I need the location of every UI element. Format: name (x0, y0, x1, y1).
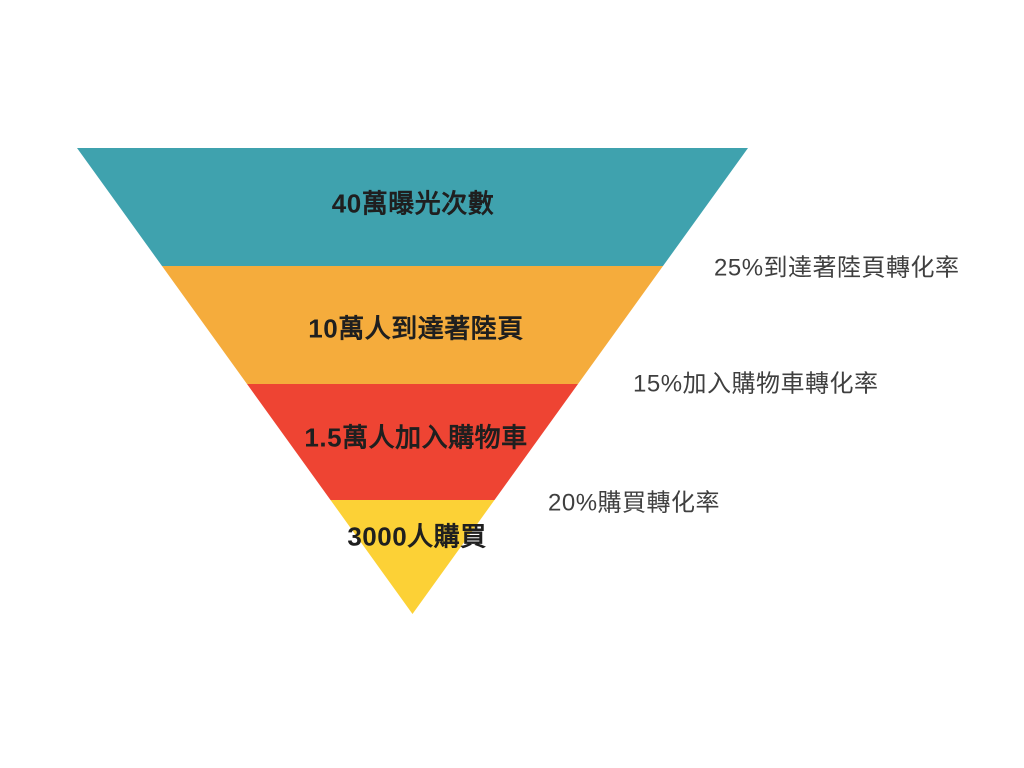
stage-label-purchase: 3000人購買 (347, 521, 487, 552)
funnel-segment-landing-page (162, 266, 663, 384)
conversion-label-landing-page: 25%到達著陸頁轉化率 (714, 254, 960, 282)
stage-label-add-to-cart: 1.5萬人加入購物車 (304, 422, 528, 453)
funnel-segment-add-to-cart (247, 384, 578, 500)
stage-label-impressions: 40萬曝光次數 (331, 188, 495, 219)
conversion-label-add-to-cart: 15%加入購物車轉化率 (633, 370, 879, 398)
stage-label-landing-page: 10萬人到達著陸頁 (308, 313, 524, 344)
conversion-label-purchase: 20%購買轉化率 (548, 489, 721, 517)
funnel-segment-purchase (330, 500, 495, 614)
funnel-segment-impressions (77, 148, 748, 266)
